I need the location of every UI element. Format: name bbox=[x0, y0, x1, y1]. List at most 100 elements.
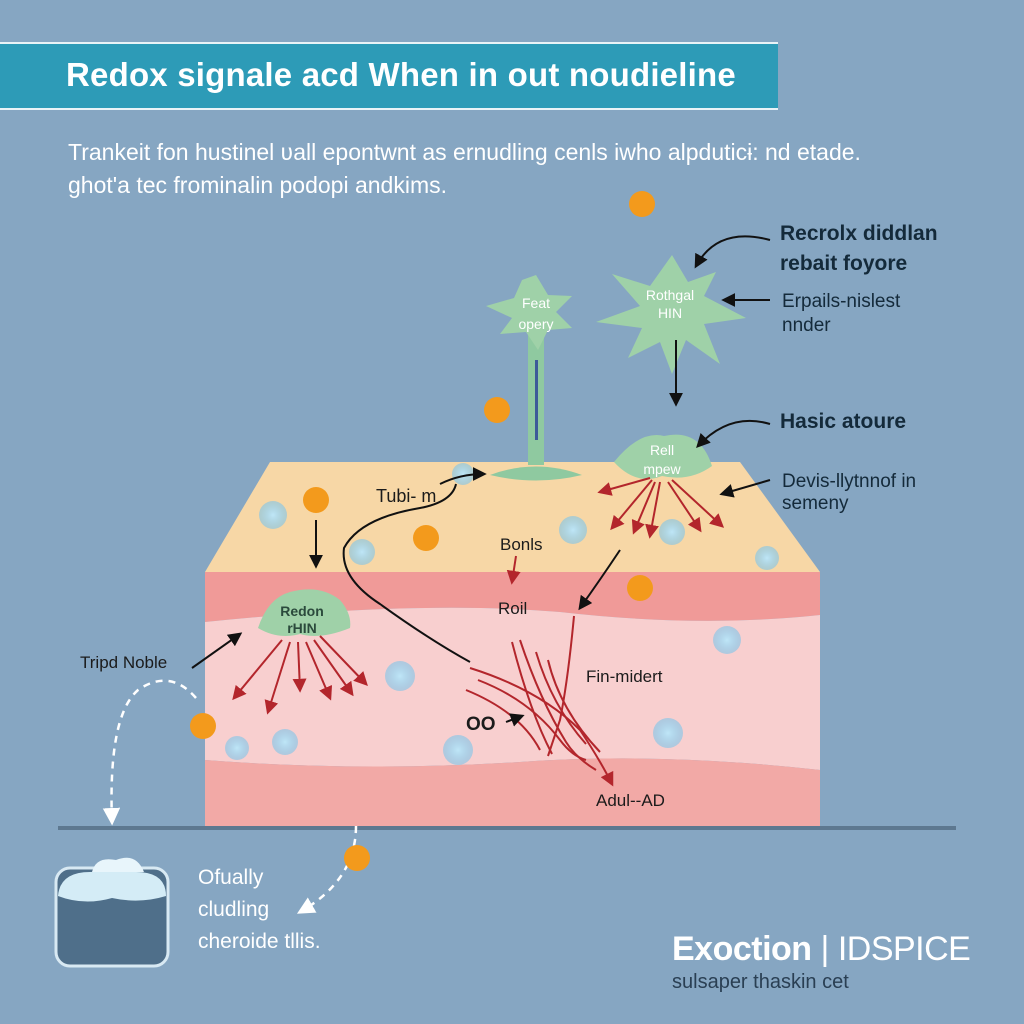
orange-dot bbox=[627, 575, 653, 601]
brand-name: Exoction bbox=[672, 930, 812, 968]
side-label-mid-norm-1: Devis-llytnnof in bbox=[782, 471, 916, 492]
container-top bbox=[58, 872, 166, 902]
bubble bbox=[349, 539, 375, 565]
red-arrow bbox=[232, 639, 283, 701]
upper-cell-body bbox=[614, 434, 712, 479]
dashed-arrow-left bbox=[102, 679, 197, 826]
spiky-cell-label-1: Rothgal bbox=[646, 287, 694, 303]
red-arrow bbox=[264, 641, 291, 715]
red-arrow bbox=[292, 641, 307, 693]
red-arrow bbox=[667, 481, 702, 533]
upper-cell-label-2: mpew bbox=[643, 461, 681, 477]
fiber bbox=[547, 659, 601, 753]
red-arrow bbox=[305, 641, 333, 701]
upper-dermis bbox=[205, 572, 820, 622]
bubble bbox=[755, 546, 779, 570]
stalk-base bbox=[490, 466, 582, 481]
tall-cell-label-2: opery bbox=[518, 316, 553, 332]
red-arrow bbox=[597, 477, 651, 496]
bubble bbox=[259, 501, 287, 529]
label-adul: Adul--AD bbox=[596, 791, 665, 810]
brand-tagline: sulsaper thaskin cet bbox=[672, 971, 849, 993]
bubble bbox=[443, 735, 473, 765]
bubble bbox=[272, 729, 298, 755]
bubble bbox=[559, 516, 587, 544]
spiky-cell-label-2: HIN bbox=[658, 305, 682, 321]
bubble bbox=[225, 736, 249, 760]
bubble bbox=[713, 626, 741, 654]
side-label-norm-2: nnder bbox=[782, 315, 831, 336]
dashed-arrow-bottom bbox=[296, 825, 358, 914]
fiber bbox=[535, 651, 587, 745]
bonis-arrow bbox=[506, 555, 521, 585]
fiber bbox=[511, 641, 553, 755]
brand-name-2: IDSPICE bbox=[837, 930, 971, 968]
dashed-arrows bbox=[102, 679, 358, 914]
red-arrow bbox=[645, 481, 661, 539]
orange-dots bbox=[190, 191, 655, 871]
stalk-core bbox=[535, 360, 538, 440]
label-tripd: Tripd Noble bbox=[80, 653, 167, 672]
label-fin: Fin-midert bbox=[586, 667, 663, 686]
tall-cell: Feat opery bbox=[486, 275, 582, 481]
orange-dot bbox=[413, 525, 439, 551]
title-banner: Redox signale acd When in out noudieline bbox=[0, 42, 778, 110]
intro-paragraph: Trankeit fon hustinel ʋall epontwnt as e… bbox=[68, 136, 978, 202]
fiber bbox=[547, 615, 575, 757]
bubble bbox=[452, 463, 474, 485]
pointer-arrow bbox=[719, 479, 771, 498]
left-cell: Redon rHIN bbox=[258, 589, 351, 636]
bottom-caption: Ofually cludling cheroide tllis. bbox=[198, 862, 321, 958]
side-label-mid: Hasic atoure bbox=[780, 410, 906, 433]
orange-dot bbox=[484, 397, 510, 423]
brand-logo: Exoction | IDSPICE bbox=[672, 930, 992, 969]
side-label-top-1: Recrolx diddlan bbox=[780, 222, 938, 245]
left-cell-body bbox=[258, 589, 351, 636]
bubble bbox=[385, 661, 415, 691]
label-bonis: Bonls bbox=[500, 535, 543, 554]
cloud-shape bbox=[92, 857, 144, 872]
page-title: Redox signale acd When in out noudieline bbox=[66, 56, 736, 93]
bottom-caption-line-3: cheroide tllis. bbox=[198, 930, 321, 953]
red-arrow bbox=[313, 639, 354, 697]
red-arrow bbox=[671, 479, 725, 528]
fiber bbox=[469, 667, 614, 787]
left-cell-label-2: rHIN bbox=[287, 620, 317, 636]
label-roil: Roil bbox=[498, 599, 527, 618]
upper-cell-arrows bbox=[597, 477, 725, 539]
lower-layer bbox=[205, 758, 820, 826]
tubule-arrow bbox=[439, 467, 487, 485]
upper-cell-label-1: Rell bbox=[650, 442, 674, 458]
pointer-arrow bbox=[696, 419, 771, 449]
pointer-arrow bbox=[505, 713, 525, 727]
bottom-caption-line-1: Ofually bbox=[198, 866, 264, 889]
spiky-cell-body bbox=[596, 255, 746, 374]
pointer-arrow bbox=[694, 235, 771, 269]
pointer-arrow bbox=[191, 632, 243, 669]
spiky-cell: Rothgal HIN bbox=[596, 255, 746, 374]
intro-line-2: ghot'a tec frominalin podopi andkims. bbox=[68, 172, 447, 198]
bubble bbox=[653, 718, 683, 748]
orange-dot bbox=[629, 191, 655, 217]
side-label-norm-1: Erpails-nislest bbox=[782, 291, 901, 312]
orange-dot bbox=[190, 713, 216, 739]
cell-head bbox=[486, 275, 572, 350]
bottom-caption-line-2: cludling bbox=[198, 898, 270, 921]
pointer-arrows bbox=[191, 235, 771, 727]
brand-separator: | bbox=[820, 930, 830, 968]
bubble bbox=[659, 519, 685, 545]
tubule-line bbox=[342, 483, 471, 663]
brand-block: Exoction | IDSPICE sulsaper thaskin cet bbox=[672, 930, 992, 994]
label-tubi: Tubi- m bbox=[376, 486, 436, 506]
fiber-bundle bbox=[465, 615, 614, 787]
left-cell-arrows bbox=[232, 635, 368, 715]
upper-cell: Rell mpew bbox=[614, 434, 712, 479]
intro-line-1: Trankeit fon hustinel ʋall epontwnt as e… bbox=[68, 139, 861, 165]
red-arrow bbox=[610, 479, 653, 531]
red-arrow bbox=[319, 635, 368, 687]
orange-dot bbox=[344, 845, 370, 871]
orange-dot bbox=[303, 487, 329, 513]
side-label-mid-norm-2: semeny bbox=[782, 493, 849, 514]
label-oo: OO bbox=[466, 714, 496, 735]
